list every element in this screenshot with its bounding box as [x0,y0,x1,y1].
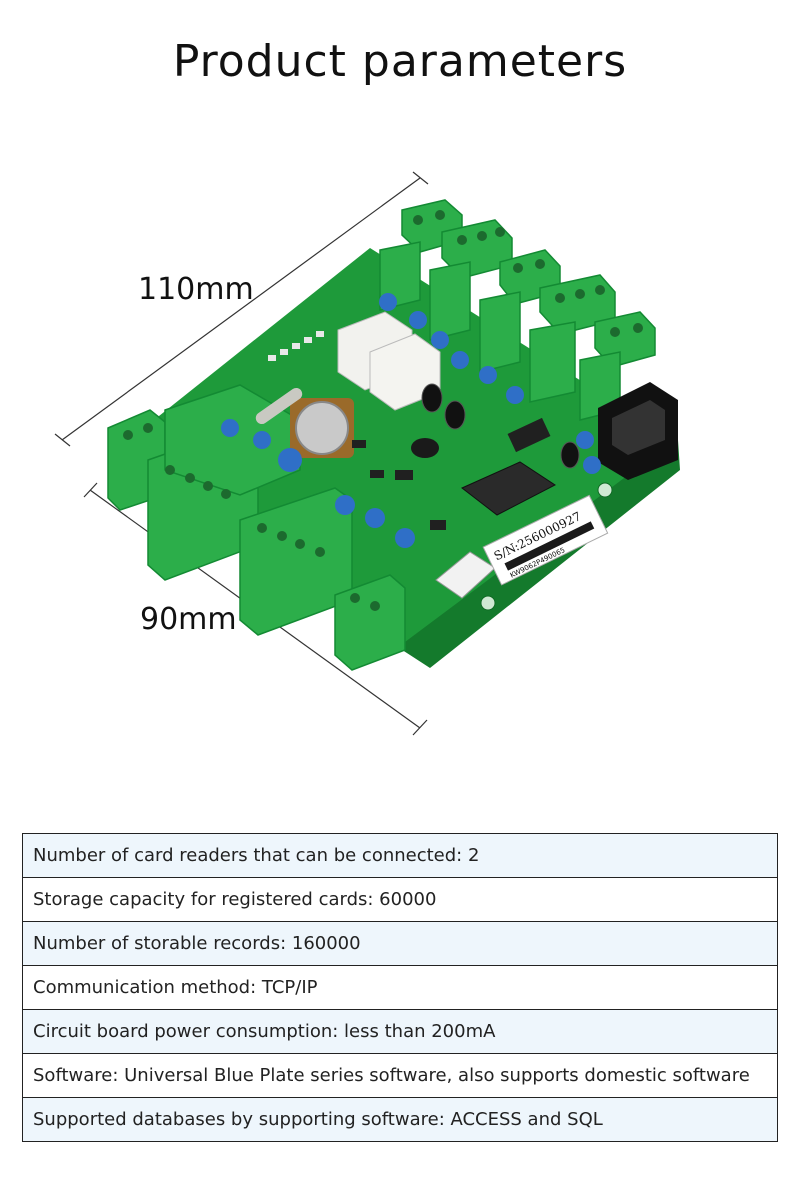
coin-battery [290,398,354,458]
table-row: Number of card readers that can be conne… [22,833,778,878]
electrolytic-capacitors [421,383,580,469]
resistor [255,387,303,425]
width-dimension-label: 110mm [138,272,254,307]
height-dimension-label: 90mm [140,602,237,637]
bottom-terminal-screws [123,423,380,611]
circuit-board-image: S/N:256000927 KW9062P490065 [54,171,680,736]
ceramic-capacitors [221,293,601,548]
table-row: Software: Universal Blue Plate series so… [22,1053,778,1098]
parameter-cell: Supported databases by supporting softwa… [22,1097,778,1142]
parameter-cell: Number of card readers that can be conne… [22,833,778,878]
status-leds [268,331,324,361]
relays [337,311,441,411]
parameters-table: Number of card readers that can be conne… [22,833,778,1142]
microcontroller-chip [461,461,556,516]
table-row: Supported databases by supporting softwa… [22,1097,778,1142]
table-row: Circuit board power consumption: less th… [22,1009,778,1054]
table-row: Storage capacity for registered cards: 6… [22,877,778,922]
table-row: Number of storable records: 160000 [22,921,778,966]
parameter-cell: Storage capacity for registered cards: 6… [22,877,778,922]
inductor [411,438,439,458]
top-terminal-screws [413,210,643,337]
page-title: Product parameters [172,36,628,87]
smd-components [352,417,551,530]
parameter-cell: Number of storable records: 160000 [22,921,778,966]
parameter-cell: Circuit board power consumption: less th… [22,1009,778,1054]
width-dimension-line [54,171,429,447]
parameter-cell: Communication method: TCP/IP [22,965,778,1010]
table-row: Communication method: TCP/IP [22,965,778,1010]
parameter-cell: Software: Universal Blue Plate series so… [22,1053,778,1098]
rj45-port [598,382,678,480]
